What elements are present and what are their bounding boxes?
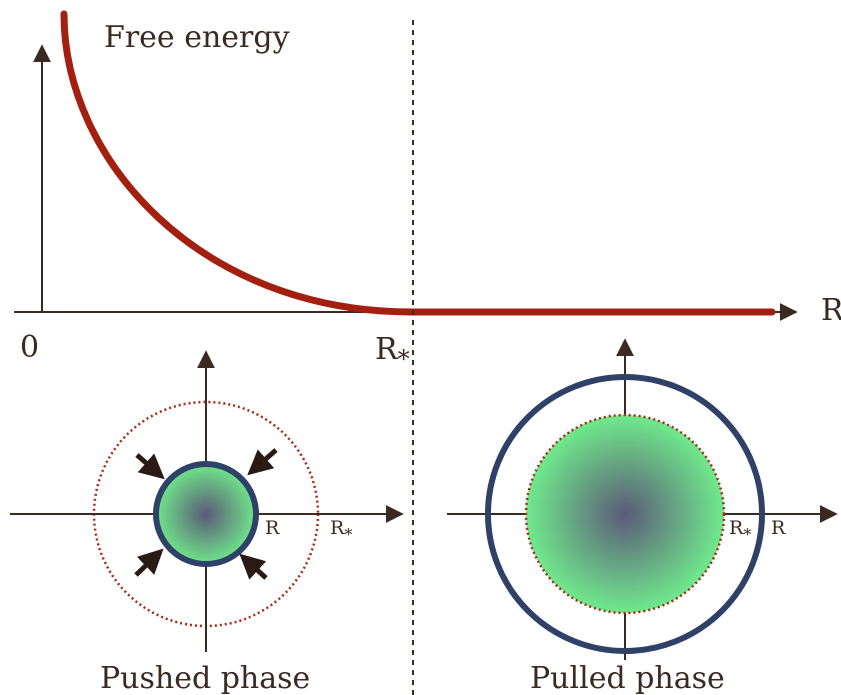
push-arrow-tl [135,453,165,480]
y-axis-label: Free energy [104,20,290,55]
r-ring [485,374,765,654]
right-rstar-label: R* [729,517,751,544]
pushed-bubble [153,461,259,567]
energy-graph: Free energy R 0 R* [14,10,841,695]
push-arrow-tr [247,448,278,476]
push-arrow-bl [134,548,164,577]
threshold-label: R* [375,332,410,373]
origin-label: 0 [20,330,39,365]
pulled-phase-title: Pulled phase [530,661,725,695]
free-energy-curve [60,10,416,316]
push-arrow-br [239,553,268,580]
x-axis-label: R [821,293,841,328]
pulled-bubble [524,413,726,615]
left-r-label: R [265,517,280,539]
pushed-phase-panel: R R* Pushed phase [10,350,404,695]
pulled-phase-panel: R* R Pulled phase [447,338,838,695]
pushed-phase-title: Pushed phase [100,661,310,695]
right-r-label: R [771,517,786,539]
left-rstar-label: R* [330,517,352,544]
